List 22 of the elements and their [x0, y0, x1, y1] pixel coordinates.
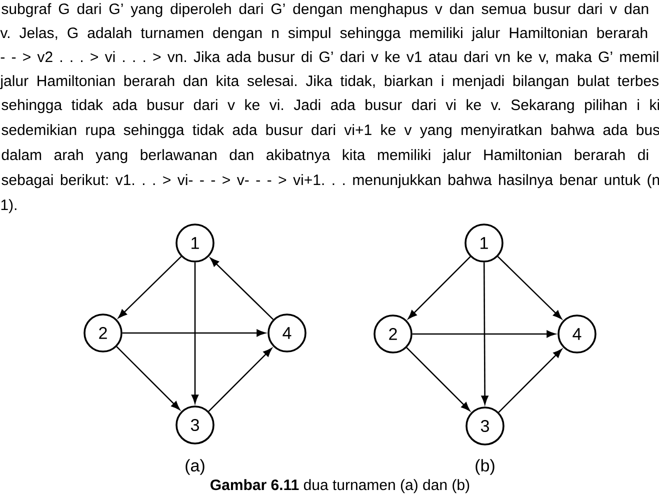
- arrow: [210, 258, 274, 320]
- arrow: [481, 262, 488, 404]
- arrow: [412, 330, 556, 338]
- body-text: dalam arah yang berlawanan dan akibatnya kita memiliki jalur Hamiltonian berarah di: [2, 149, 648, 164]
- arrow: [408, 256, 471, 319]
- arrow: [208, 348, 272, 412]
- body-text: jalur Hamiltonian berarah dan kita selesai. Jika tidak, biarkan i menjadi bilangan bulat terbes: [0, 75, 659, 90]
- arrow: [498, 349, 562, 413]
- body-text: subgraf G dari G’ yang diperoleh dari G’ dengan menghapus v dan semua busur dari v dan: [2, 3, 648, 18]
- body-text: sebagai berikut: v1. . . > vi- - - > v- - - > vi+1. . . menunjukkan bahwa hasilnya benar untuk (n: [2, 174, 659, 188]
- body-text: v. Jelas, G adalah turnamen dengan n simpul sehingga memiliki jalur Hamiltonian berarah: [0, 27, 648, 42]
- body-text: sehingga tidak ada busur dari v ke vi. Jadi ada busur dari vi ke v. Sekarang pilihan i ki: [2, 99, 659, 114]
- arrow: [122, 329, 266, 337]
- body-text: 1).: [1, 199, 16, 214]
- arrow: [191, 262, 199, 404]
- arrow: [406, 347, 470, 411]
- figure-caption: Gambar 6.11 dua turnamen (a) dan (b): [210, 479, 470, 494]
- arrow: [497, 256, 562, 320]
- arrow: [118, 256, 182, 318]
- subfigure-label: (a): [186, 459, 204, 475]
- body-text: - - > v2 . . . > vi . . . > vn. Jika ada busur di G’ dari v ke v1 atau dari vn ke v, maka G’ memil: [0, 51, 658, 64]
- arrow: [116, 346, 180, 410]
